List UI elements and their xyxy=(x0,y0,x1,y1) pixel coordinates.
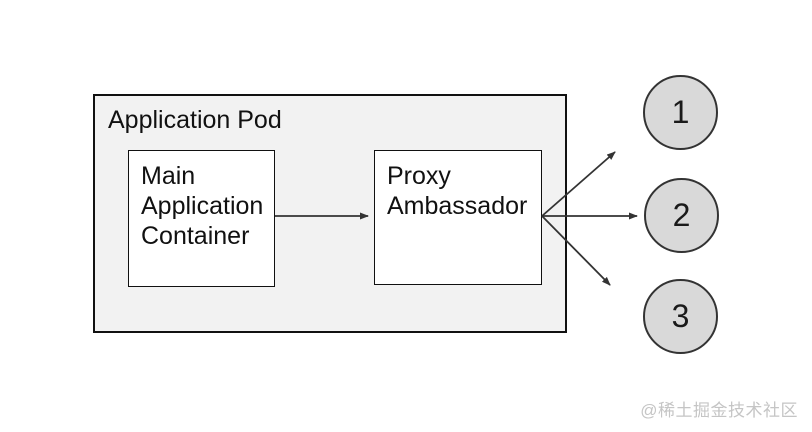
endpoint-node-2: 2 xyxy=(644,178,719,253)
endpoint-number: 3 xyxy=(671,298,690,334)
proxy-ambassador-label: Proxy Ambassador xyxy=(375,151,541,221)
node-label-line: Proxy xyxy=(387,162,451,190)
endpoint-node-1: 1 xyxy=(643,75,718,150)
endpoint-node-3: 3 xyxy=(643,279,718,354)
endpoint-number: 2 xyxy=(672,197,691,233)
juejin-watermark: @稀土掘金技术社区 xyxy=(640,401,798,420)
node-label-line: Container xyxy=(141,222,250,250)
proxy-ambassador-node: Proxy Ambassador xyxy=(374,150,542,285)
application-pod-group: Application Pod Main Application Contain… xyxy=(93,94,567,333)
node-label-line: Main xyxy=(141,162,196,190)
endpoint-number: 1 xyxy=(671,94,690,130)
node-label-line: Application xyxy=(141,192,264,220)
main-application-container-label: Main Application Container xyxy=(129,151,274,251)
application-pod-label: Application Pod xyxy=(108,106,282,134)
node-label-line: Ambassador xyxy=(387,192,528,220)
main-application-container-node: Main Application Container xyxy=(128,150,275,287)
